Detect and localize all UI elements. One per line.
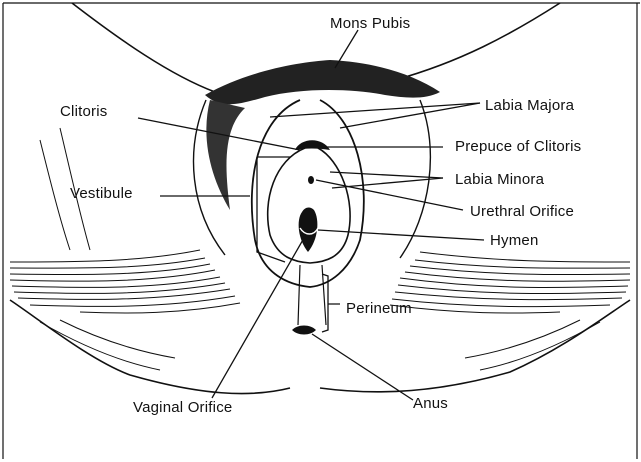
leader-labia-majora-b: [339, 102, 481, 129]
label-vaginal-orifice: Vaginal Orifice: [133, 399, 233, 416]
leader-clitoris: [137, 117, 301, 151]
vaginal-opening: [298, 207, 318, 252]
labia-minora-outline: [266, 147, 351, 264]
right-thigh-shading: [389, 251, 631, 314]
leader-mons-pubis: [334, 29, 359, 69]
leader-labia-minora-a: [329, 171, 444, 179]
label-urethral-orifice: Urethral Orifice: [470, 203, 575, 220]
left-thigh-shading: [9, 127, 241, 314]
leader-lines: [137, 29, 485, 401]
label-labia-minora: Labia Minora: [455, 171, 545, 188]
label-perineum: Perineum: [346, 300, 412, 317]
label-labia-majora: Labia Majora: [485, 97, 575, 114]
labia-majora-outline: [250, 99, 365, 288]
leader-perineum-bracket: [321, 273, 340, 333]
urethral-orifice-mark: [308, 176, 314, 184]
right-buttock-outline: [319, 299, 631, 393]
label-prepuce-of-clitoris: Prepuce of Clitoris: [455, 138, 582, 155]
label-clitoris: Clitoris: [60, 103, 108, 120]
buttock-shading: [39, 319, 601, 371]
label-anus: Anus: [413, 395, 448, 412]
hymen-mark: [299, 227, 319, 235]
left-thigh-outline: [71, 2, 216, 93]
clitoral-hood: [295, 140, 330, 150]
label-mons-pubis: Mons Pubis: [330, 15, 411, 32]
leader-labia-minora-b: [331, 177, 444, 189]
perineum-ridge: [297, 264, 327, 326]
leader-anus: [311, 333, 414, 401]
leader-labia-majora-a: [269, 102, 481, 118]
leader-vaginal-orifice: [211, 237, 305, 399]
anus-mark: [292, 325, 316, 335]
right-inner-thigh: [399, 99, 432, 259]
left-buttock-outline: [9, 299, 291, 395]
pubic-hair: [205, 60, 440, 105]
label-hymen: Hymen: [490, 232, 539, 249]
label-vestibule: Vestibule: [70, 185, 133, 202]
right-thigh-outline: [394, 2, 561, 81]
pubic-hair-left-edge: [206, 100, 245, 210]
leader-hymen: [317, 229, 485, 241]
left-inner-thigh: [192, 99, 226, 256]
vestibule-outline: [256, 156, 290, 263]
leader-urethral-orifice: [315, 179, 464, 211]
